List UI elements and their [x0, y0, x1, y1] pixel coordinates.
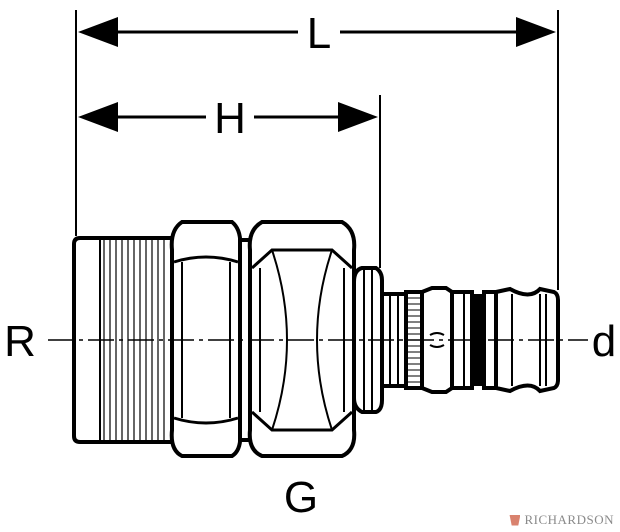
- dimension-l: [78, 17, 556, 47]
- label-g: G: [284, 473, 318, 522]
- dimension-h: [78, 102, 378, 132]
- label-d: d: [592, 317, 616, 366]
- hex-nut-1: [169, 220, 243, 458]
- label-l: L: [307, 9, 331, 58]
- label-r: R: [4, 317, 36, 366]
- watermark-logo: RICHARDSON: [509, 512, 614, 528]
- label-h: H: [214, 94, 246, 143]
- press-insert: [380, 286, 560, 394]
- logo-text: RICHARDSON: [524, 512, 614, 527]
- hex-nut-2: [247, 220, 357, 458]
- logo-icon: [509, 514, 521, 526]
